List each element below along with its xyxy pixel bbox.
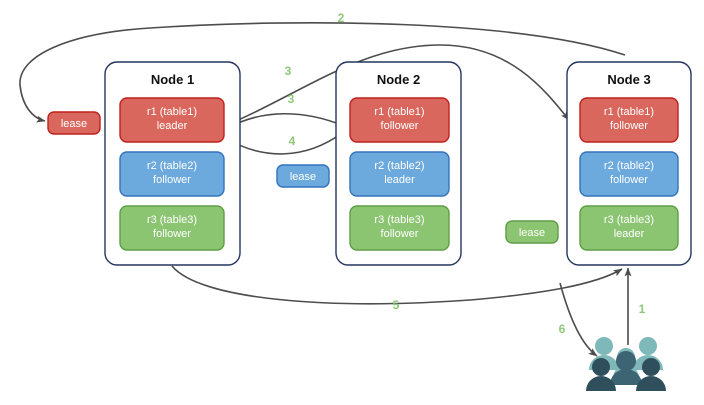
node3-replica-r1-box [579,97,679,143]
edge-step-2 [19,21,626,123]
step-label-6: 6 [559,322,566,336]
edge-step-4-node2-to-node1 [225,132,343,155]
node1-replica-r1-role: leader [157,120,188,132]
lease-badge-blue[interactable]: lease [276,164,330,188]
node1-replica-r2-role: follower [153,174,191,186]
node2-replica-r2-role: leader [384,174,415,186]
node2-replica-r2-name: r2 (table2) [374,160,424,172]
node2-replica-r3-name: r3 (table3) [374,214,424,226]
node3-replica-r2-name: r2 (table2) [604,160,654,172]
lease-badge-green-box [505,220,559,244]
node1-title: Node 1 [151,72,194,87]
node2-title: Node 2 [377,72,420,87]
node2-replica-r2[interactable]: r2 (table2) leader [349,151,450,197]
node2-replica-r3[interactable]: r3 (table3) follower [349,205,450,251]
lease-badge-red-box [47,111,101,135]
step-label-5: 5 [393,298,400,312]
node3-replica-r3-name: r3 (table3) [604,214,654,226]
step-label-3b: 3 [288,92,295,106]
node2-replica-r1-box [349,97,450,143]
node2-replica-r2-box [349,151,450,197]
edge-step-3-to-node3 [221,44,570,128]
node3-replica-r3-box [579,205,679,251]
node1-replica-r2-name: r2 (table2) [147,160,197,172]
lease-badge-red-label: lease [61,118,87,130]
step-label-2: 2 [338,11,345,25]
node1-replica-r3[interactable]: r3 (table3) follower [119,205,225,251]
edge-step-3-to-node2 [223,112,345,131]
node1-replica-r2-box [119,151,225,197]
node3-replica-r1-name: r1 (table1) [604,106,654,118]
node2-replica-r1[interactable]: r1 (table1) follower [349,97,450,143]
lease-badge-red[interactable]: lease [47,111,101,135]
node1-replica-r3-name: r3 (table3) [147,214,197,226]
node3-replica-r2-box [579,151,679,197]
node2-replica-r1-name: r1 (table1) [374,106,424,118]
lease-badge-blue-label: lease [290,171,316,183]
node3-title: Node 3 [607,72,650,87]
node2-replica-r3-box [349,205,450,251]
node1-replica-r1[interactable]: r1 (table1) leader [119,97,225,143]
node3-replica-r3[interactable]: r3 (table3) leader [579,205,679,251]
node3-replica-r1-role: follower [610,120,648,132]
node2-replica-r3-role: follower [381,228,419,240]
lease-badge-blue-box [276,164,330,188]
node1-replica-r3-box [119,205,225,251]
lease-badge-green-label: lease [519,227,545,239]
edge-step-5 [171,265,623,305]
node-node1[interactable]: Node 1 r1 (table1) leader r2 (table2) fo… [104,61,241,266]
node1-replica-r1-name: r1 (table1) [147,106,197,118]
node1-replica-r1-box [119,97,225,143]
node-node2[interactable]: Node 2 r1 (table1) follower r2 (table2) … [335,61,462,266]
node3-replica-r1[interactable]: r1 (table1) follower [579,97,679,143]
step-label-3a: 3 [285,64,292,78]
step-label-4: 4 [289,134,296,148]
edge-step-6 [559,282,598,357]
step-label-1: 1 [639,302,646,316]
node3-replica-r2-role: follower [610,174,648,186]
lease-badge-green[interactable]: lease [505,220,559,244]
users-icon [586,337,666,391]
node1-replica-r2[interactable]: r2 (table2) follower [119,151,225,197]
node3-replica-r3-role: leader [614,228,645,240]
node1-replica-r3-role: follower [153,228,191,240]
node3-replica-r2[interactable]: r2 (table2) follower [579,151,679,197]
node-node3[interactable]: Node 3 r1 (table1) follower r2 (table2) … [566,61,692,266]
node2-replica-r1-role: follower [381,120,419,132]
